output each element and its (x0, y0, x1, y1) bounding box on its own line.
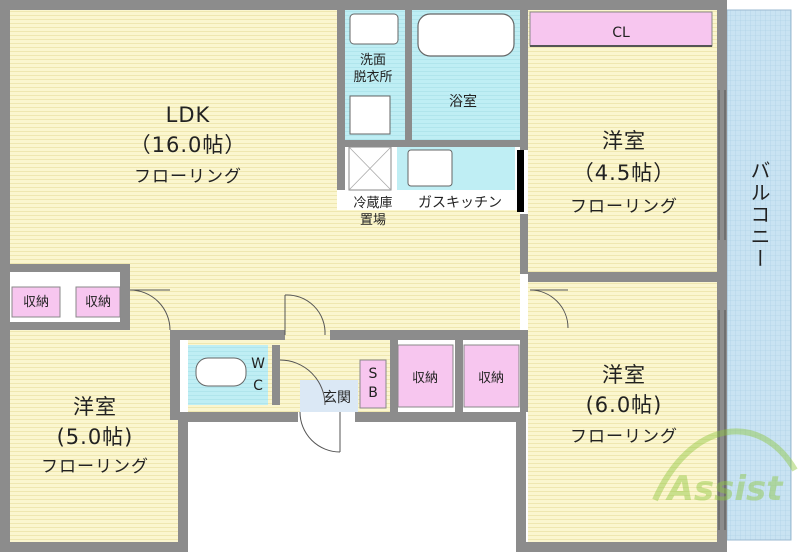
shoe-box-label-2: B (368, 385, 378, 401)
western-a-floor-label: フローリング (570, 197, 678, 217)
western-c-floor-label: フローリング (41, 457, 149, 477)
western-b-floor-label: フローリング (570, 427, 678, 447)
storage-4-label: 収納 (478, 371, 504, 386)
storage-2 (75, 286, 121, 318)
western-room-b-floor (528, 282, 717, 542)
assist-watermark (652, 428, 798, 502)
storage-1 (11, 286, 61, 318)
washroom-label-2: 脱衣所 (353, 69, 392, 85)
kitchen-wall-panel (517, 150, 524, 212)
fridge-label-2: 置場 (360, 213, 386, 228)
western-b-name: 洋室 (602, 363, 646, 387)
watermark-text: Assist (665, 469, 785, 509)
exterior-walls (0, 0, 727, 552)
western-a-name: 洋室 (602, 129, 646, 153)
toilet (195, 357, 247, 387)
door-swings (129, 289, 569, 453)
washroom-label-1: 洗面 (360, 53, 386, 68)
storage-4 (463, 344, 520, 408)
windows (718, 90, 726, 530)
kitchen-sink (407, 149, 453, 187)
bathtub (417, 13, 515, 57)
western-c-size: (5.0帖) (57, 425, 134, 449)
wc-label-1: W (251, 356, 265, 372)
kitchen-label: ガスキッチン (418, 195, 502, 211)
ldk-name: LDK (166, 103, 211, 127)
storage-2-label: 収納 (85, 295, 111, 310)
washing-machine-pan (349, 95, 391, 135)
storage-3 (397, 344, 454, 408)
fridge-label-1: 冷蔵庫 (353, 196, 392, 211)
ldk-floor (10, 10, 337, 272)
closet-label: CL (612, 25, 630, 41)
balcony-area (726, 9, 792, 541)
balcony-label: バルコニー (747, 160, 771, 270)
shoe-box-label-1: S (369, 366, 378, 382)
western-a-size: （4.5帖） (573, 161, 675, 185)
closet-cl (529, 11, 713, 47)
storage-1-label: 収納 (23, 295, 49, 310)
entrance-floor (300, 380, 358, 412)
western-room-c-floor (10, 330, 178, 542)
western-b-size: (6.0帖) (586, 393, 663, 417)
wash-basin (349, 13, 399, 45)
ldk-size: （16.0帖） (130, 133, 247, 157)
ldk-floor-label: フローリング (134, 167, 242, 187)
western-c-name: 洋室 (73, 395, 117, 419)
storage-3-label: 収納 (412, 371, 438, 386)
bath-label: 浴室 (449, 93, 477, 110)
western-room-a-floor (528, 10, 717, 272)
entrance-label: 玄関 (323, 389, 351, 406)
shoe-box (359, 359, 387, 409)
interior-walls (10, 10, 717, 420)
wc-label-2: C (253, 378, 263, 394)
